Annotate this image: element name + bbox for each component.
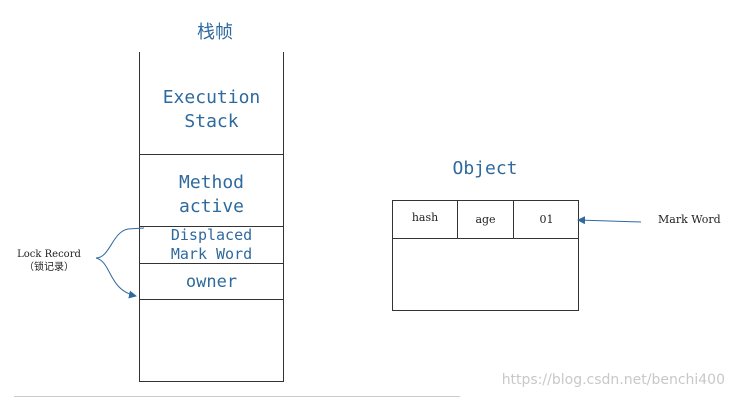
stack-frame-title: 栈帧	[197, 22, 233, 43]
bottom-divider	[14, 396, 460, 397]
lock-record-label-line2: （锁记录）	[24, 262, 74, 273]
lock-record-label: Lock Record （锁记录）	[4, 248, 94, 274]
method-active-section: Method active	[178, 172, 245, 217]
execution-stack-section: Execution Stack	[162, 87, 261, 132]
displaced-mark-word-section: Displaced Mark Word	[170, 226, 253, 263]
lock-flag-cell: 01	[539, 213, 554, 226]
object-title: Object	[452, 158, 518, 179]
mark-word-pointer-label: Mark Word	[658, 213, 721, 226]
age-cell: age	[475, 213, 496, 226]
object-box	[392, 200, 579, 311]
watermark: https://blog.csdn.net/benchi400	[501, 372, 725, 388]
lock-record-label-line1: Lock Record	[17, 249, 81, 260]
lock-record-arrow	[95, 257, 137, 299]
mark-word-arrow	[577, 216, 642, 225]
owner-section: owner	[185, 272, 238, 292]
hash-cell: hash	[411, 211, 439, 224]
lock-record-brace-upper	[95, 227, 145, 259]
